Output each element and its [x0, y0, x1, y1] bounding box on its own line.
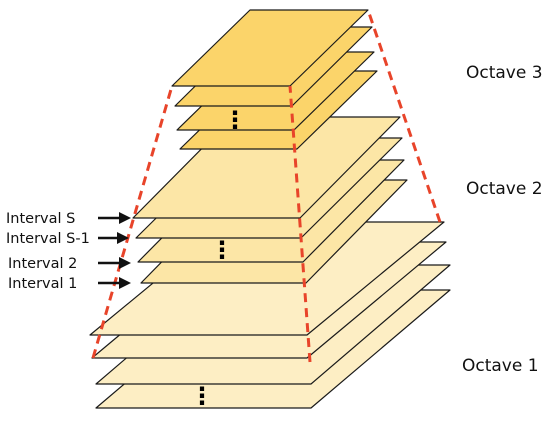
guide-line-left: [91, 85, 174, 359]
interval-2-label: Interval 2: [8, 256, 77, 272]
arrowhead-interval-s-1: [117, 232, 129, 244]
octave-3-ellipsis: ⋮: [223, 106, 247, 134]
interval-1-label: Interval 1: [8, 276, 77, 292]
pyramid-guide-lines: [91, 9, 442, 363]
octave-2-ellipsis: ⋮: [210, 236, 234, 264]
octave-3-stack: ⋮: [171, 9, 378, 150]
octave-1-ellipsis: ⋮: [190, 382, 214, 410]
arrowhead-interval-2: [119, 257, 131, 269]
arrowhead-interval-1: [119, 277, 131, 289]
octave-3-layer: [171, 9, 369, 87]
octave-1-label: Octave 1: [462, 356, 539, 376]
octave-2-label: Octave 2: [466, 179, 543, 199]
guide-line-center: [288, 85, 312, 363]
interval-s-1-label: Interval S-1: [6, 231, 90, 247]
guide-line-right: [366, 9, 442, 223]
interval-arrows: [98, 212, 131, 289]
octave-3-label: Octave 3: [466, 63, 543, 83]
octave-2-layer: [132, 116, 401, 219]
arrowhead-interval-s: [119, 212, 131, 224]
octave-2-stack: ⋮: [132, 116, 408, 284]
interval-s-label: Interval S: [6, 211, 75, 227]
